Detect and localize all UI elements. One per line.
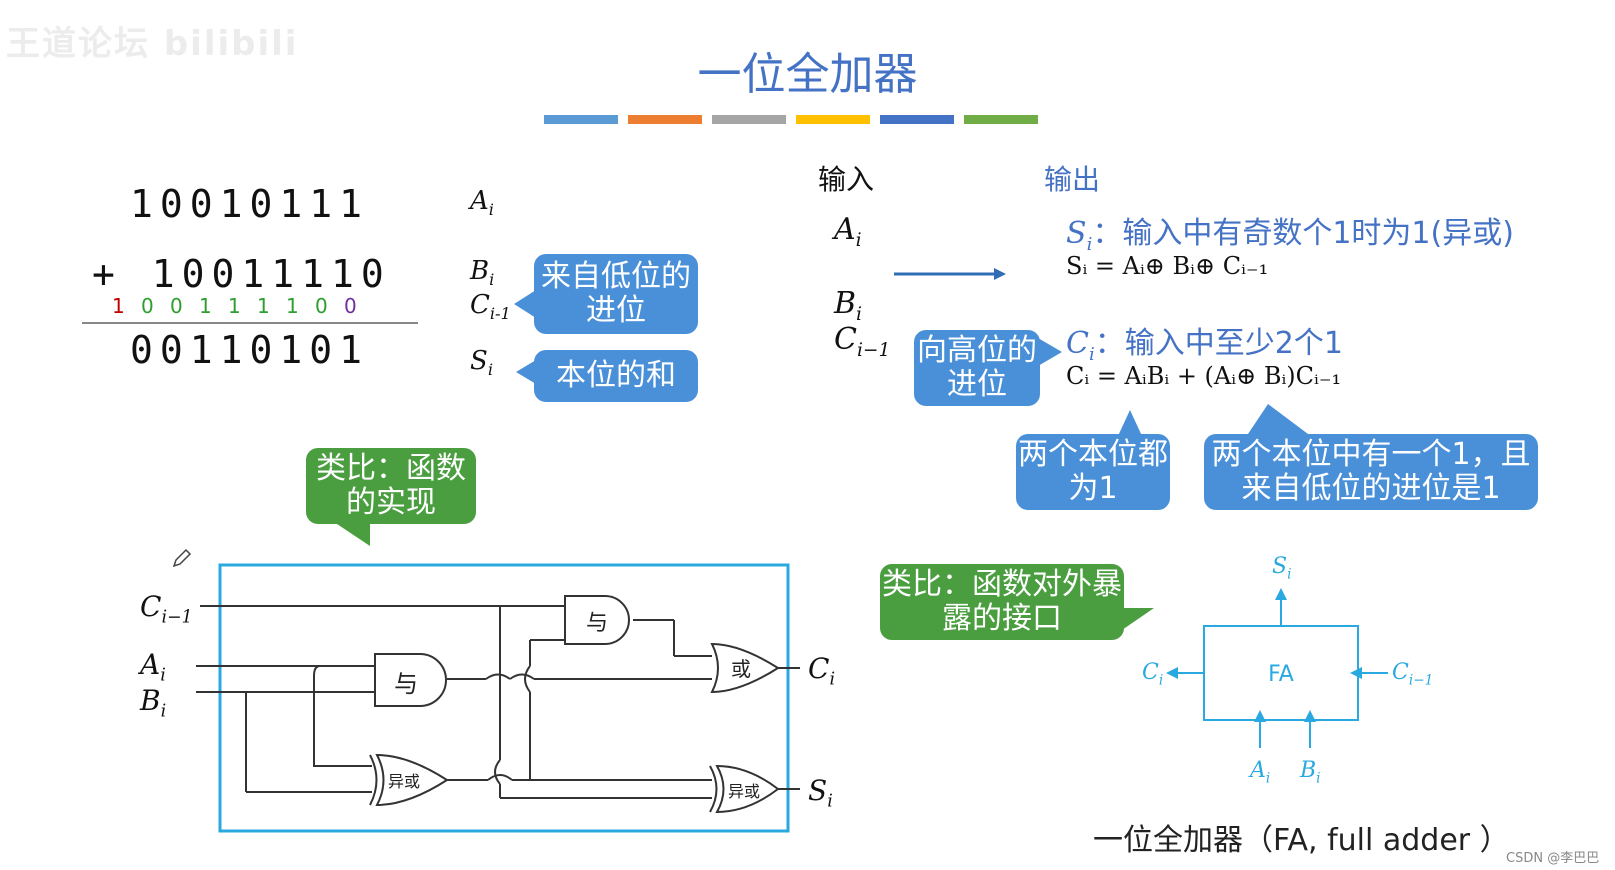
carry-digit: 0 bbox=[170, 294, 183, 318]
circuit-output-s: Si bbox=[808, 774, 833, 812]
gate-and-top-label: 与 bbox=[586, 611, 608, 636]
s-formula: Sᵢ = Aᵢ⊕ Bᵢ⊕ Cᵢ₋₁ bbox=[1066, 252, 1269, 280]
credit: CSDN @李巴巴 bbox=[1506, 851, 1600, 866]
carry-digit: 0 bbox=[344, 294, 357, 318]
label-si: Si bbox=[470, 346, 493, 380]
gate-and-mid-label: 与 bbox=[394, 670, 418, 698]
color-bar bbox=[796, 115, 870, 124]
label-ci-1: Ci-1 bbox=[470, 290, 511, 324]
circuit-border bbox=[218, 563, 790, 833]
color-bar bbox=[712, 115, 786, 124]
gate-or-label: 或 bbox=[731, 657, 751, 681]
circuit-output-c: Ci bbox=[808, 652, 835, 690]
carry-digit: 1 bbox=[257, 294, 270, 318]
fa-a: Ai bbox=[1250, 758, 1271, 787]
c-formula: Cᵢ = AᵢBᵢ + (Aᵢ⊕ Bᵢ)Cᵢ₋₁ bbox=[1066, 362, 1342, 390]
callout-to-high-carry: 向高位的进位 bbox=[914, 330, 1040, 406]
binary-operand-b: + 10011110 bbox=[92, 252, 391, 296]
watermark: 王道论坛 bilibili bbox=[6, 24, 299, 64]
carry-digit: 0 bbox=[141, 294, 154, 318]
output-label: 输出 bbox=[1044, 163, 1101, 196]
carry-digit: 1 bbox=[228, 294, 241, 318]
callout-analogy-function: 类比：函数的实现 bbox=[306, 448, 476, 524]
c-output-head: Ci：输入中至少2个1 bbox=[1066, 326, 1343, 365]
io-a: Ai bbox=[834, 212, 862, 251]
io-b: Bi bbox=[834, 286, 862, 325]
fa-s: Si bbox=[1272, 554, 1292, 583]
fa-caption: 一位全加器（FA, full adder ） bbox=[1093, 823, 1510, 858]
xor-gate-low bbox=[375, 753, 449, 807]
binary-operand-a: 10010111 bbox=[130, 182, 370, 226]
binary-result: 00110101 bbox=[130, 328, 370, 372]
fa-c-out: Ci bbox=[1142, 660, 1164, 689]
color-bar bbox=[628, 115, 702, 124]
io-c: Ci−1 bbox=[834, 322, 891, 361]
fa-b: Bi bbox=[1300, 758, 1321, 787]
fa-block-diagram: FA bbox=[1166, 588, 1388, 748]
xor-gate-out bbox=[715, 764, 780, 814]
pencil-icon bbox=[172, 548, 192, 568]
color-bar bbox=[964, 115, 1038, 124]
circuit-input-a: Ai bbox=[140, 648, 166, 686]
circuit-input-b: Bi bbox=[140, 684, 167, 722]
full-adder-circuit: 与 与 或 异或 异或 bbox=[196, 563, 800, 833]
carry-digit: 1 bbox=[199, 294, 212, 318]
callout-one-and-carry: 两个本位中有一个1，且来自低位的进位是1 bbox=[1204, 434, 1538, 510]
callout-from-low-carry: 来自低位的进位 bbox=[534, 254, 698, 334]
callout-sum: 本位的和 bbox=[534, 350, 698, 402]
carry-digit: 1 bbox=[112, 294, 125, 318]
io-arrow bbox=[894, 268, 1006, 280]
or-gate bbox=[710, 642, 780, 694]
page-title: 一位全加器 bbox=[697, 49, 918, 100]
fa-label: FA bbox=[1268, 662, 1294, 687]
s-output-head: Si：输入中有奇数个1时为1(异或) bbox=[1066, 216, 1514, 255]
label-ai: Ai bbox=[470, 186, 494, 220]
gate-xor-out-label: 异或 bbox=[728, 782, 760, 801]
carry-digit: 0 bbox=[315, 294, 328, 318]
gate-xor-low-label: 异或 bbox=[388, 772, 420, 791]
sum-rule bbox=[82, 322, 418, 324]
color-bar bbox=[880, 115, 954, 124]
fa-c-in: Ci−1 bbox=[1392, 660, 1434, 689]
color-bar bbox=[544, 115, 618, 124]
circuit-input-c: Ci−1 bbox=[140, 590, 193, 628]
and-gate-mid bbox=[374, 653, 447, 707]
callout-analogy-interface: 类比：函数对外暴露的接口 bbox=[880, 564, 1124, 640]
input-label: 输入 bbox=[818, 163, 875, 196]
carry-digit: 1 bbox=[286, 294, 299, 318]
and-gate-top bbox=[564, 595, 630, 645]
label-bi: Bi bbox=[470, 256, 495, 290]
callout-both-one: 两个本位都为1 bbox=[1016, 434, 1170, 510]
